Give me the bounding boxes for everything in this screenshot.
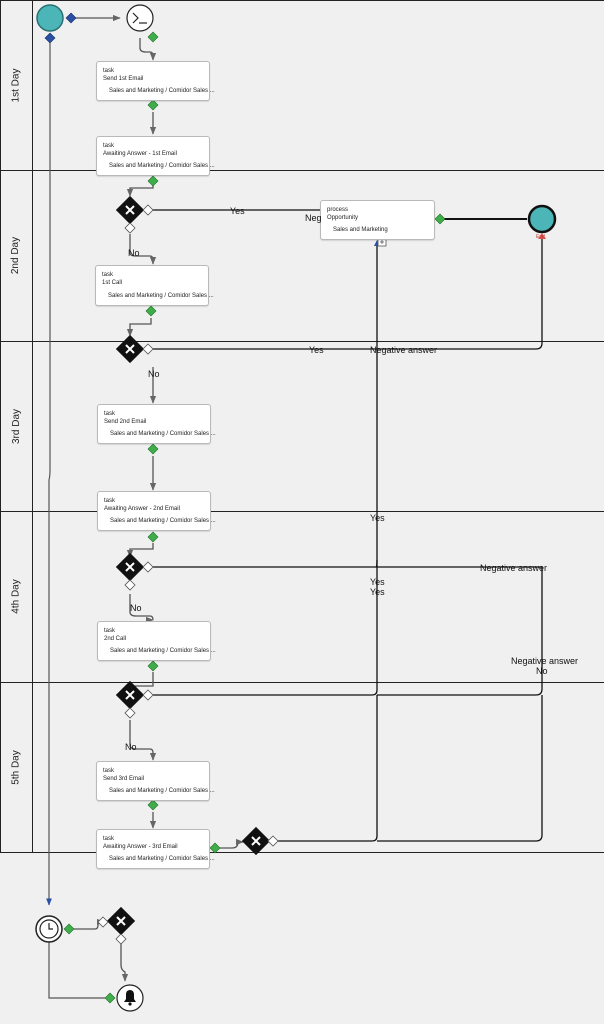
task-name: 2nd Call	[104, 636, 127, 642]
task-type-label: task	[104, 411, 116, 417]
flow-label-no: No	[148, 369, 160, 379]
task-send-3rd-email[interactable]: task Send 3rd Email Sales and Marketing …	[96, 761, 215, 801]
end-event-icon[interactable]	[527, 204, 557, 234]
exclusive-gateway-icon[interactable]	[115, 680, 145, 710]
task-performer: Sales and Marketing / Comidor Sales ...	[109, 788, 215, 794]
flow-label-neg: Neg	[305, 213, 322, 223]
task-name: Send 3rd Email	[103, 776, 145, 782]
exclusive-gateway-icon[interactable]	[115, 195, 145, 225]
task-name: Awaiting Answer - 1st Email	[103, 151, 177, 157]
task-performer: Sales and Marketing / Comidor Sales ...	[109, 856, 215, 862]
task-type-label: task	[104, 628, 116, 634]
process-name: Opportunity	[327, 215, 359, 221]
flow-label-no: No	[128, 248, 140, 258]
connector-handles-white[interactable]	[97, 204, 279, 945]
process-type-label: process	[327, 207, 349, 213]
lane-label-day-4: 4th Day	[10, 579, 22, 614]
flow-label-no: No	[125, 742, 137, 752]
exclusive-gateway-icon[interactable]	[106, 906, 136, 936]
exclusive-gateway-icon[interactable]	[115, 552, 145, 582]
flow-label-yes: Yes	[230, 206, 245, 216]
lane-label-day-1: 1st Day	[10, 68, 22, 102]
flow-label-negative-answer: Negative answer	[511, 656, 579, 666]
flow-label-negative-answer: Negative answer	[480, 563, 548, 573]
end-event-label: End	[536, 234, 545, 240]
exclusive-gateway-icon[interactable]	[241, 826, 271, 856]
task-type-label: task	[103, 143, 115, 149]
process-performer: Sales and Marketing	[333, 227, 388, 233]
task-performer: Sales and Marketing / Comidor Sales ...	[108, 293, 214, 299]
task-performer: Sales and Marketing / Comidor Sales ...	[109, 88, 215, 94]
lane-label-day-5: 5th Day	[10, 749, 22, 785]
lane-label-day-3: 3rd Day	[10, 408, 22, 444]
lane-label-day-2: 2nd Day	[10, 236, 22, 275]
task-name: Awaiting Answer - 3rd Email	[103, 844, 178, 850]
task-name: Send 2nd Email	[104, 419, 147, 425]
task-name: 1st Call	[102, 280, 123, 286]
timer-path-line	[46, 38, 105, 999]
task-performer: Sales and Marketing / Comidor Sales ...	[109, 163, 215, 169]
task-name: Awaiting Answer - 2nd Email	[104, 506, 180, 512]
gateway-flows	[148, 209, 543, 842]
task-type-label: task	[104, 498, 116, 504]
task-performer: Sales and Marketing / Comidor Sales ...	[110, 648, 216, 654]
task-2nd-call[interactable]: task 2nd Call Sales and Marketing / Comi…	[97, 621, 216, 661]
flow-label-yes: Yes	[370, 513, 385, 523]
flow-label-yes: Yes	[309, 345, 324, 355]
notification-bell-icon[interactable]	[116, 984, 144, 1012]
script-task-icon[interactable]	[126, 4, 154, 32]
task-awaiting-answer-1st-email[interactable]: task Awaiting Answer - 1st Email Sales a…	[96, 136, 215, 176]
task-awaiting-answer-2nd-email[interactable]: task Awaiting Answer - 2nd Email Sales a…	[97, 491, 216, 531]
connector-handles-green[interactable]	[63, 31, 446, 1004]
task-name: Send 1st Email	[103, 76, 144, 82]
task-send-2nd-email[interactable]: task Send 2nd Email Sales and Marketing …	[97, 404, 216, 444]
process-opportunity[interactable]: process Opportunity Sales and Marketing	[320, 200, 435, 240]
flow-label-no: No	[536, 666, 548, 676]
flow-label-negative-answer: Negative answer	[370, 345, 438, 355]
task-type-label: task	[103, 768, 115, 774]
task-type-label: task	[103, 68, 115, 74]
task-awaiting-answer-3rd-email[interactable]: task Awaiting Answer - 3rd Email Sales a…	[96, 829, 215, 869]
task-type-label: task	[103, 836, 115, 842]
flow-label-no: No	[130, 603, 142, 613]
swimlane-pool	[0, 0, 604, 853]
task-type-label: task	[102, 272, 114, 278]
start-event[interactable]	[36, 4, 64, 32]
end-arrow-marker	[538, 233, 546, 239]
flow-label-yes: Yes	[370, 577, 385, 587]
connector-handles-blue[interactable]	[44, 12, 77, 44]
task-send-1st-email[interactable]: task Send 1st Email Sales and Marketing …	[96, 61, 215, 101]
exclusive-gateway-icon[interactable]	[115, 334, 145, 364]
timer-event-icon[interactable]	[35, 915, 63, 943]
task-1st-call[interactable]: task 1st Call Sales and Marketing / Comi…	[95, 265, 214, 306]
flow-label-yes: Yes	[370, 587, 385, 597]
sequence-flows	[70, 14, 244, 982]
task-performer: Sales and Marketing / Comidor Sales ...	[110, 431, 216, 437]
task-performer: Sales and Marketing / Comidor Sales ...	[110, 518, 216, 524]
